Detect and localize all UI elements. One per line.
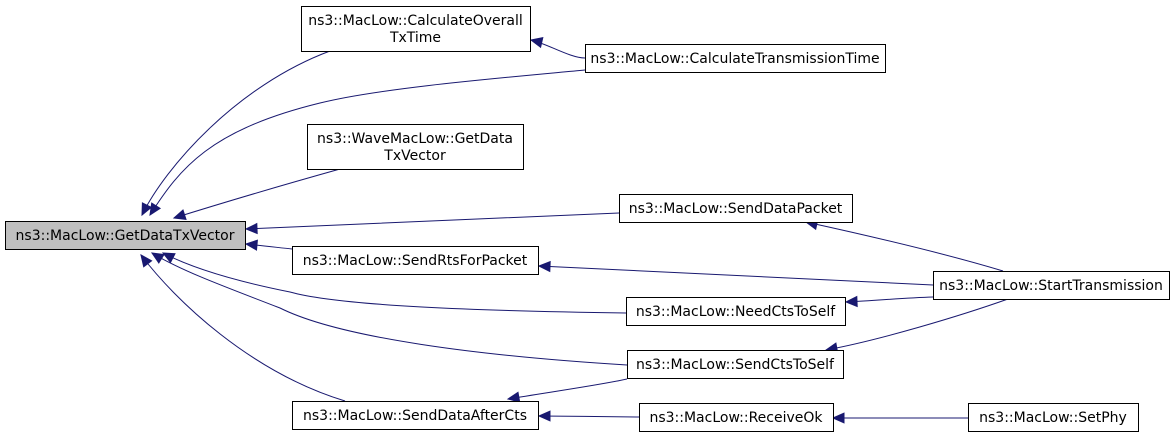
arrowhead-icon xyxy=(172,209,187,220)
arrowhead-icon xyxy=(161,252,176,264)
node-send-rts-for-packet[interactable]: ns3::MacLow::SendRtsForPacket xyxy=(292,246,539,275)
node-label-line: TxTime xyxy=(389,30,441,46)
node-label-line: ns3::MacLow::SendRtsForPacket xyxy=(303,253,528,269)
arrowhead-icon xyxy=(244,239,258,251)
edge-send-rts-for-packet-to-get-data-tx-vector xyxy=(244,239,293,251)
node-send-data-packet[interactable]: ns3::MacLow::SendDataPacket xyxy=(619,194,853,223)
arrowhead-icon xyxy=(529,37,544,49)
node-label-line: ns3::MacLow::GetDataTxVector xyxy=(16,228,235,244)
edge-calculate-transmission-time-to-calculate-overall-tx-time xyxy=(529,37,586,59)
edge-need-cts-to-self-to-get-data-tx-vector xyxy=(161,252,627,314)
node-label-line: ns3::WaveMacLow::GetData xyxy=(317,131,513,147)
node-label-line: ns3::MacLow::SendCtsToSelf xyxy=(636,357,835,373)
node-send-data-after-cts[interactable]: ns3::MacLow::SendDataAfterCts xyxy=(292,401,539,430)
edge-send-data-packet-to-get-data-tx-vector xyxy=(244,212,620,235)
node-label-line: ns3::MacLow::ReceiveOk xyxy=(649,410,823,426)
node-start-transmission[interactable]: ns3::MacLow::StartTransmission xyxy=(933,271,1170,300)
node-receive-ok[interactable]: ns3::MacLow::ReceiveOk xyxy=(639,403,834,432)
node-need-cts-to-self[interactable]: ns3::MacLow::NeedCtsToSelf xyxy=(626,297,846,326)
edge-start-transmission-to-send-data-packet xyxy=(804,218,1004,272)
node-box xyxy=(626,297,846,326)
node-box xyxy=(968,403,1139,432)
node-set-phy[interactable]: ns3::MacLow::SetPhy xyxy=(968,403,1139,432)
edges-layer xyxy=(140,37,1009,424)
edge-start-transmission-to-send-cts-to-self xyxy=(824,298,1009,354)
edge-line xyxy=(845,296,934,303)
edge-send-cts-to-self-to-get-data-tx-vector xyxy=(150,252,628,366)
edge-line xyxy=(141,50,331,216)
arrowhead-icon xyxy=(150,252,165,264)
edge-line xyxy=(173,168,341,219)
arrowhead-icon xyxy=(141,202,153,217)
node-box xyxy=(619,194,853,223)
node-box xyxy=(5,221,246,250)
node-calculate-transmission-time[interactable]: ns3::MacLow::CalculateTransmissionTime xyxy=(585,44,886,73)
node-wave-get-data-tx-vector[interactable]: ns3::WaveMacLow::GetDataTxVector xyxy=(307,124,524,170)
node-label-line: ns3::MacLow::CalculateOverall xyxy=(308,13,523,29)
node-box xyxy=(292,246,539,275)
node-box xyxy=(933,271,1170,300)
node-box xyxy=(301,6,531,52)
node-label-line: ns3::MacLow::SetPhy xyxy=(979,410,1127,426)
edge-wave-get-data-tx-vector-to-get-data-tx-vector xyxy=(172,168,341,220)
edge-line xyxy=(151,252,628,366)
edge-start-transmission-to-send-rts-for-packet xyxy=(537,260,934,286)
edge-receive-ok-to-send-data-after-cts xyxy=(537,410,640,422)
node-box xyxy=(639,403,834,432)
edge-send-cts-to-self-to-send-data-after-cts xyxy=(506,378,628,403)
edge-start-transmission-to-need-cts-to-self xyxy=(844,295,934,308)
arrowhead-icon xyxy=(831,412,845,424)
edge-line xyxy=(805,221,1004,272)
node-box xyxy=(307,124,524,170)
edge-calculate-overall-tx-time-to-get-data-tx-vector xyxy=(141,50,331,217)
edge-line xyxy=(245,212,620,230)
node-label-line: TxVector xyxy=(383,148,446,164)
arrowhead-icon xyxy=(844,295,858,308)
node-box xyxy=(292,401,539,430)
node-get-data-tx-vector[interactable]: ns3::MacLow::GetDataTxVector xyxy=(5,221,246,250)
edge-line xyxy=(538,415,640,418)
node-send-cts-to-self[interactable]: ns3::MacLow::SendCtsToSelf xyxy=(627,350,844,379)
arrowhead-icon xyxy=(244,222,258,235)
edge-line xyxy=(825,298,1009,351)
node-label-line: ns3::MacLow::NeedCtsToSelf xyxy=(636,304,836,320)
edge-line xyxy=(507,378,628,400)
node-box xyxy=(627,350,844,379)
edge-line xyxy=(538,265,934,286)
edge-set-phy-to-receive-ok xyxy=(831,412,968,424)
node-label-line: ns3::MacLow::StartTransmission xyxy=(939,278,1163,294)
edge-line xyxy=(162,252,627,314)
arrowhead-icon xyxy=(506,391,521,403)
nodes-layer: ns3::MacLow::GetDataTxVectorns3::MacLow:… xyxy=(5,6,1170,432)
arrowhead-icon xyxy=(537,410,551,422)
arrowhead-icon xyxy=(537,260,551,273)
edge-send-data-after-cts-to-get-data-tx-vector xyxy=(140,254,346,402)
edge-line xyxy=(149,69,586,216)
node-label-line: ns3::MacLow::SendDataPacket xyxy=(629,201,843,217)
node-box xyxy=(585,44,886,73)
arrowhead-icon xyxy=(140,254,153,268)
arrowhead-icon xyxy=(149,202,162,217)
edge-calculate-transmission-time-to-get-data-tx-vector xyxy=(149,69,586,217)
node-label-line: ns3::MacLow::SendDataAfterCts xyxy=(303,408,527,424)
node-label-line: ns3::MacLow::CalculateTransmissionTime xyxy=(590,51,879,67)
edge-line xyxy=(140,254,346,402)
